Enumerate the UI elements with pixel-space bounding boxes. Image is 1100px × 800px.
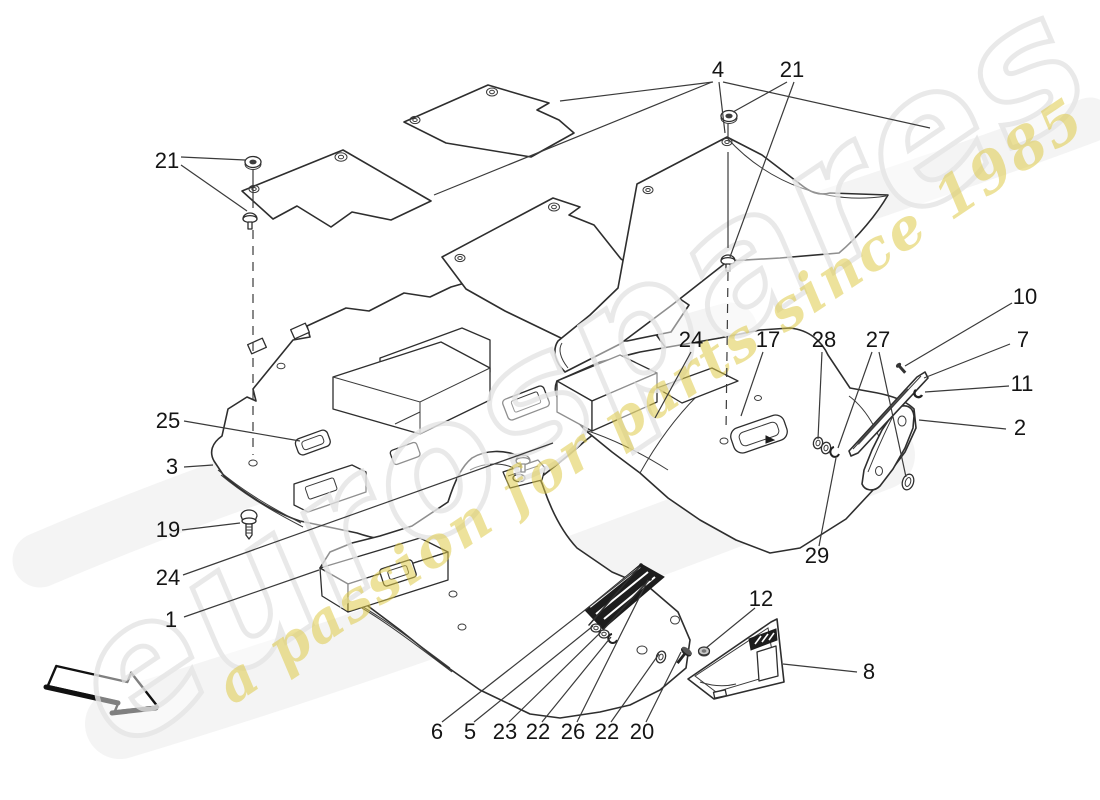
- part-callout-11: 11: [1010, 371, 1034, 396]
- part-callout-10: 10: [1012, 284, 1038, 309]
- fastener-pushpin-right: [720, 254, 736, 272]
- fastener-grommet-right: [720, 109, 738, 272]
- part-callout-28: 28: [811, 327, 837, 352]
- leader-line-21: [729, 81, 795, 258]
- part-callout-5: 5: [463, 719, 477, 744]
- part-callout-17: 17: [755, 327, 781, 352]
- stud-pushpin-center: [512, 454, 531, 483]
- part-callout-29: 29: [804, 543, 830, 568]
- part-callout-21: 21: [779, 57, 805, 82]
- part-callout-26: 26: [560, 719, 586, 744]
- leader-line-19: [181, 522, 241, 531]
- part-callout-2: 2: [1013, 415, 1027, 440]
- leader-line-22: [610, 653, 660, 723]
- carpet-front: [319, 450, 691, 719]
- clip-11: [913, 389, 924, 399]
- leader-line-21: [180, 156, 246, 161]
- part-callout-7: 7: [1016, 327, 1030, 352]
- screw-10: [895, 362, 907, 374]
- part-callout-1: 1: [164, 607, 178, 632]
- leader-line-17: [740, 351, 764, 417]
- part-callout-20: 20: [629, 719, 655, 744]
- leader-line-21: [180, 164, 248, 212]
- leader-line-4: [718, 81, 726, 134]
- part-callout-24: 24: [678, 327, 704, 352]
- nut-12: [697, 646, 711, 657]
- leader-line-24: [182, 442, 554, 576]
- washer-pair-28: [812, 436, 840, 458]
- leader-line-27: [837, 351, 873, 449]
- part-callout-22: 22: [525, 719, 551, 744]
- part-callout-23: 23: [492, 719, 518, 744]
- leader-line-21: [732, 81, 788, 113]
- fastener-grommet-left: [242, 155, 262, 230]
- part-callout-21: 21: [154, 148, 180, 173]
- leader-line-4: [722, 81, 931, 129]
- leader-line-5: [473, 625, 594, 723]
- part-callout-22: 22: [594, 719, 620, 744]
- part-callout-27: 27: [865, 327, 891, 352]
- part-callout-4: 4: [711, 57, 725, 82]
- screw-19: [240, 509, 258, 540]
- sill-bracket: [848, 362, 929, 457]
- leader-line-24: [654, 351, 692, 419]
- assembly-axis-lines: [252, 124, 729, 455]
- oval-grommet-27: [901, 473, 915, 491]
- leader-line-8: [782, 663, 858, 673]
- fastener-pushpin-left: [242, 212, 258, 230]
- washer-clip-cluster-left: [590, 623, 667, 664]
- leader-line-4: [433, 81, 713, 196]
- leader-line-2: [918, 419, 1007, 430]
- leader-line-29: [818, 457, 837, 547]
- leader-line-3: [183, 464, 214, 468]
- part-callout-6: 6: [430, 719, 444, 744]
- leader-line-28: [817, 351, 823, 440]
- screw-20: [676, 646, 692, 664]
- leader-line-11: [924, 385, 1010, 393]
- leader-line-23: [508, 631, 602, 723]
- side-trim: [861, 405, 915, 491]
- leader-line-22: [541, 636, 612, 723]
- floor-mats: [241, 84, 889, 373]
- leader-line-4: [559, 81, 714, 102]
- leader-line-10: [904, 302, 1013, 367]
- leader-line-1: [183, 569, 320, 618]
- kick-panel: [687, 618, 785, 700]
- part-callout-19: 19: [155, 517, 181, 542]
- part-callout-25: 25: [155, 408, 181, 433]
- leader-line-25: [183, 420, 301, 442]
- part-callout-8: 8: [862, 659, 876, 684]
- part-callout-24: 24: [155, 565, 181, 590]
- part-callout-3: 3: [165, 454, 179, 479]
- direction-arrow: [43, 664, 160, 716]
- leader-line-27: [878, 351, 907, 478]
- leader-line-6: [441, 566, 641, 723]
- leader-line-26: [576, 579, 649, 723]
- leader-line-7: [923, 343, 1011, 379]
- leader-line-20: [645, 651, 682, 723]
- part-callout-12: 12: [748, 586, 774, 611]
- leader-line-12: [705, 607, 756, 649]
